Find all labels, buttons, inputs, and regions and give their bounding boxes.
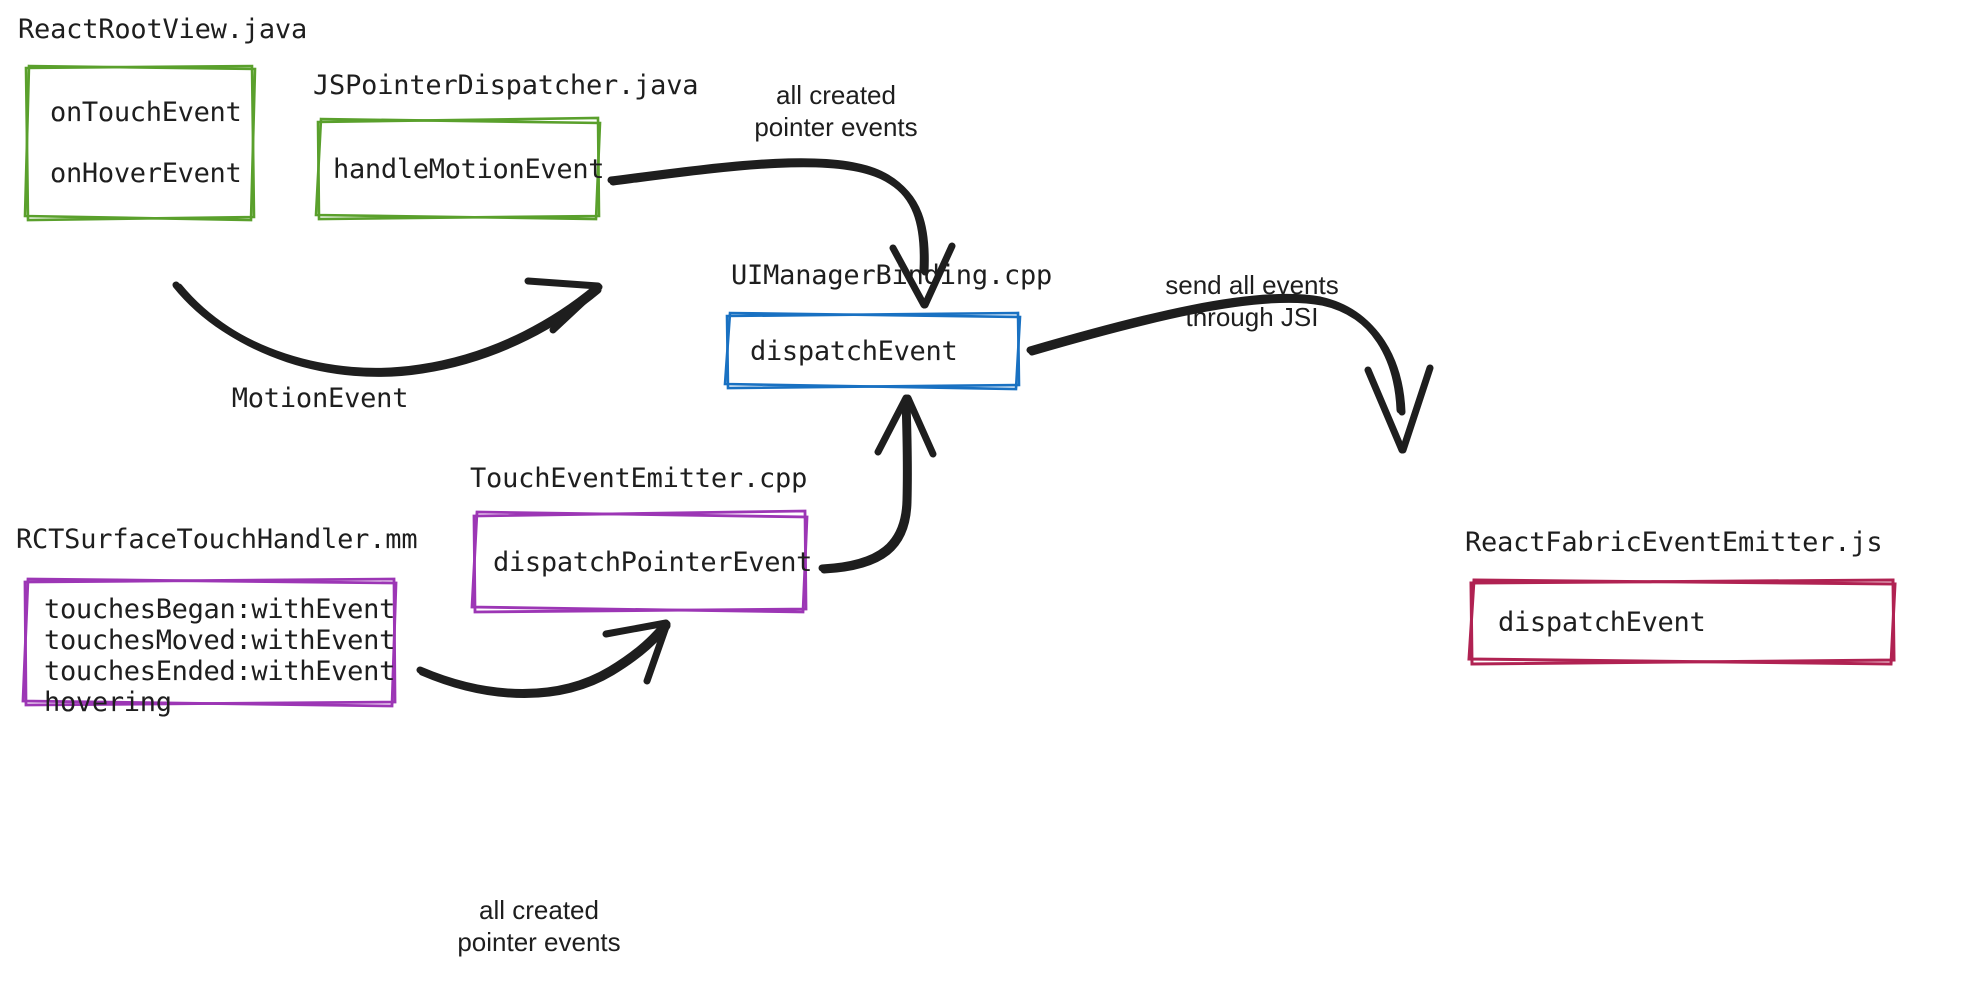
- node-box-rct-surface-touch-handler[interactable]: touchesBegan:withEvent touchesMoved:with…: [21, 577, 398, 718]
- node-title-js-pointer-dispatcher: JSPointerDispatcher.java: [313, 70, 699, 101]
- node-line-on-touch-event: onTouchEvent: [50, 97, 242, 128]
- arrow-emitter-to-uimanager: [818, 394, 937, 574]
- node-lines-react-root-view: onTouchEvent onHoverEvent: [24, 64, 256, 222]
- node-line-on-hover-event: onHoverEvent: [50, 158, 242, 189]
- node-lines-js-pointer-dispatcher: handleMotionEvent: [315, 117, 605, 221]
- node-lines-ui-manager-binding: dispatchEvent: [724, 312, 1021, 390]
- arrow-motion-event: [172, 277, 603, 377]
- node-title-ui-manager-binding: UIManagerBinding.cpp: [731, 260, 1053, 291]
- node-line-dispatch-event-js: dispatchEvent: [1498, 606, 1706, 638]
- node-lines-react-fabric-event-emitter: dispatchEvent: [1468, 578, 1896, 666]
- node-line-hovering: hovering: [44, 687, 172, 718]
- node-title-react-fabric-event-emitter: ReactFabricEventEmitter.js: [1465, 527, 1883, 558]
- node-box-react-root-view[interactable]: onTouchEvent onHoverEvent: [23, 64, 257, 222]
- edge-label-all-created-pointer-events-bottom: all created pointer events: [457, 895, 621, 957]
- edge-label-motion-event: MotionEvent: [231, 383, 409, 414]
- node-line-dispatch-event-cpp: dispatchEvent: [750, 335, 958, 367]
- node-box-js-pointer-dispatcher[interactable]: handleMotionEvent: [314, 116, 605, 221]
- edge-label-send-all-events-through-jsi: send all events through JSI: [1165, 270, 1339, 332]
- node-line-touches-moved: touchesMoved:withEvent: [44, 625, 396, 656]
- node-line-handle-motion-event: handleMotionEvent: [333, 153, 605, 185]
- node-box-react-fabric-event-emitter[interactable]: dispatchEvent: [1467, 578, 1897, 666]
- edge-label-all-created-pointer-events-top: all created pointer events: [754, 80, 918, 142]
- arrow-all-created-pointer-events-bottom: [416, 619, 671, 698]
- node-lines-rct-surface-touch-handler: touchesBegan:withEvent touchesMoved:with…: [22, 578, 397, 718]
- node-line-dispatch-pointer-event: dispatchPointerEvent: [493, 546, 813, 578]
- node-lines-touch-event-emitter: dispatchPointerEvent: [471, 510, 813, 614]
- node-title-touch-event-emitter: TouchEventEmitter.cpp: [470, 463, 808, 494]
- node-box-ui-manager-binding[interactable]: dispatchEvent: [723, 311, 1022, 391]
- node-line-touches-ended: touchesEnded:withEvent: [44, 656, 396, 687]
- node-line-touches-began: touchesBegan:withEvent: [44, 594, 396, 625]
- node-title-rct-surface-touch-handler: RCTSurfaceTouchHandler.mm: [16, 524, 418, 555]
- node-box-touch-event-emitter[interactable]: dispatchPointerEvent: [470, 509, 813, 614]
- node-title-react-root-view: ReactRootView.java: [18, 14, 307, 45]
